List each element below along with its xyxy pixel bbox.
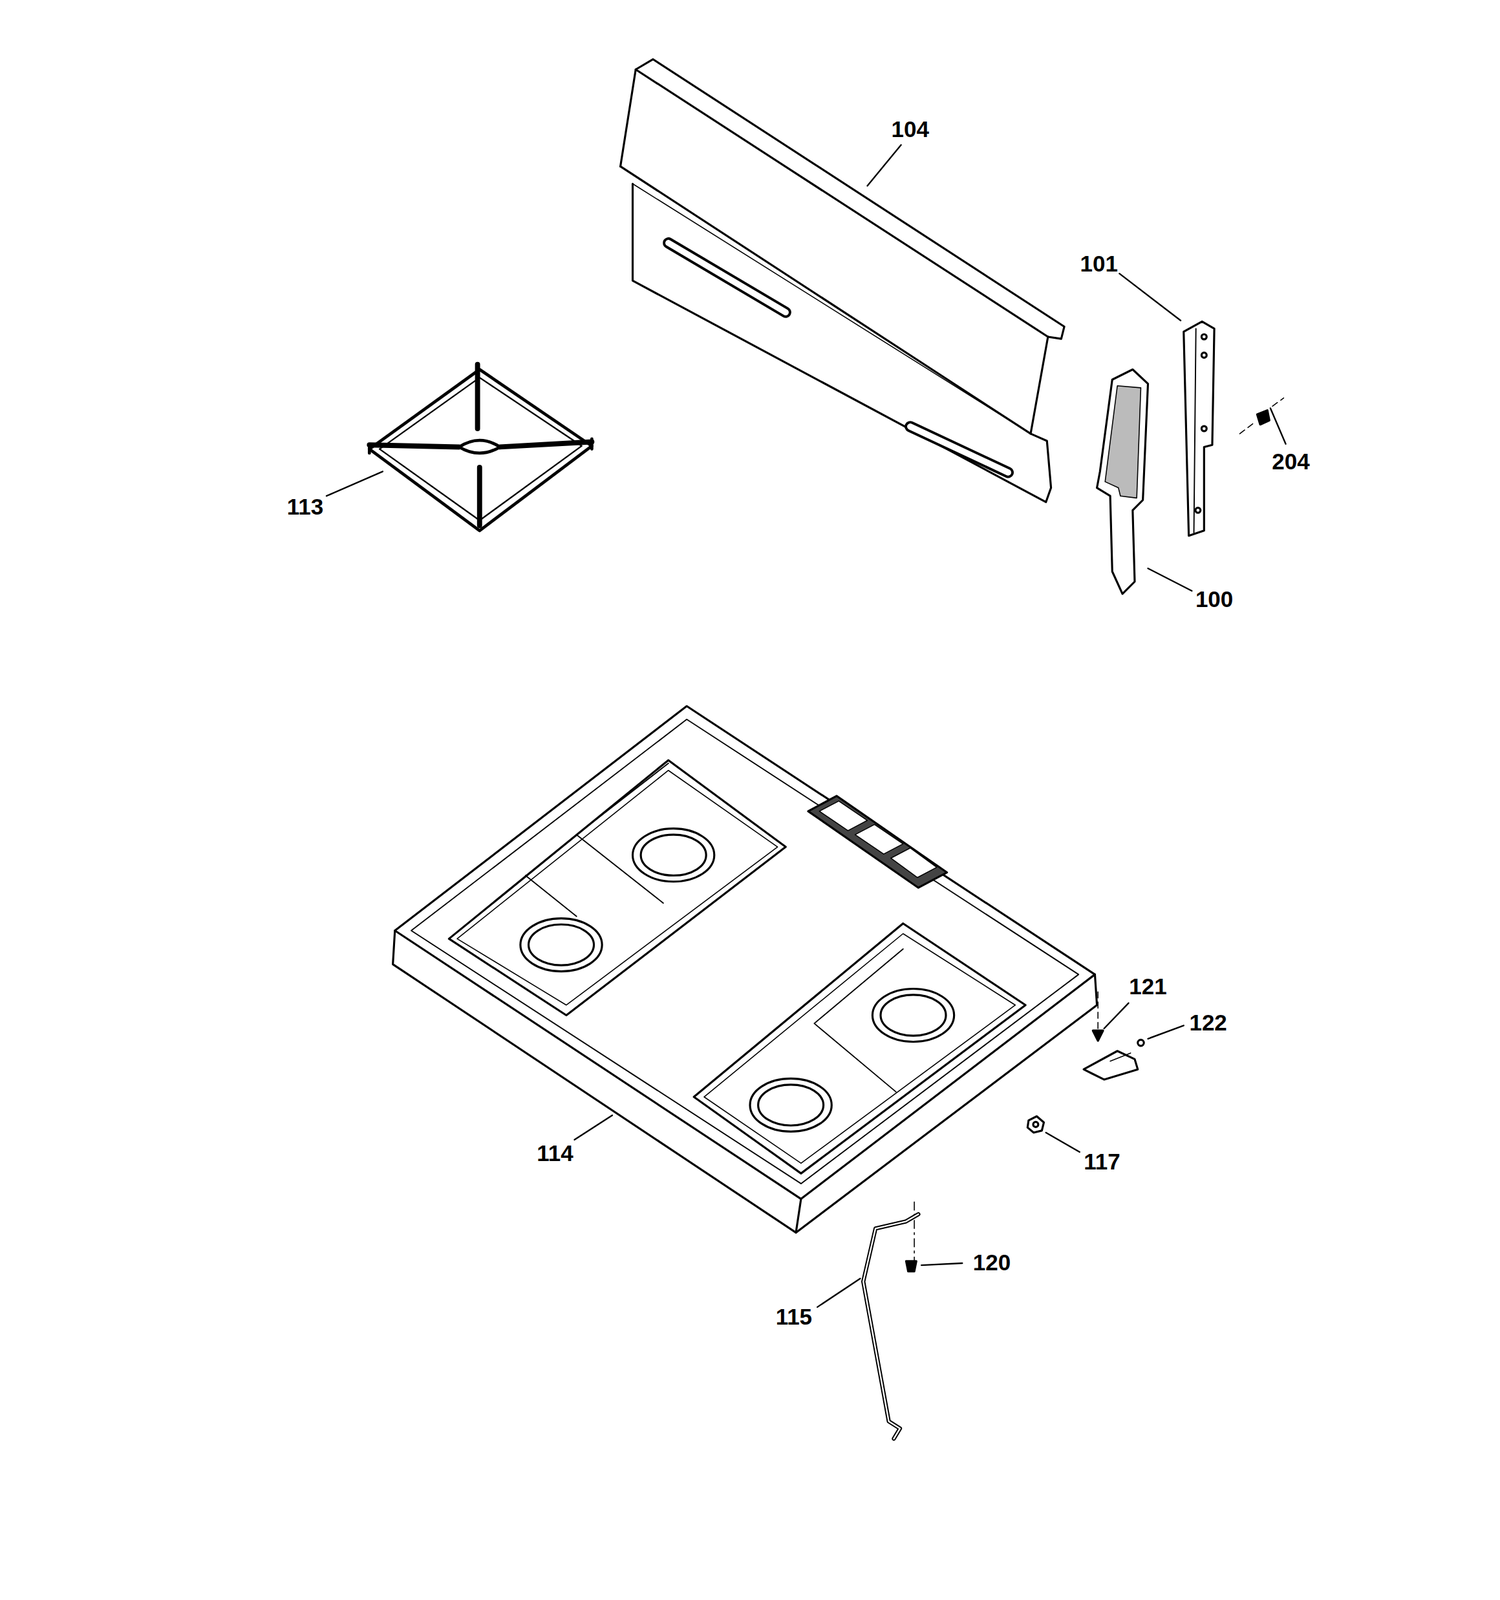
callout-number: 117	[1083, 1150, 1120, 1173]
side-bracket	[1183, 321, 1215, 536]
callout-number: 114	[536, 1141, 573, 1165]
support-rod	[863, 1201, 919, 1439]
end-cap	[1097, 369, 1149, 594]
callout-number: 122	[1189, 1011, 1227, 1034]
callout-number: 204	[1271, 450, 1310, 473]
backsplash	[620, 59, 1065, 503]
leader-lines	[326, 144, 1286, 1308]
callout-number: 104	[891, 117, 930, 140]
callout-number: 120	[973, 1251, 1011, 1274]
screw	[1240, 398, 1285, 434]
callout-number: 101	[1080, 252, 1118, 275]
nut	[1027, 1116, 1044, 1133]
switch-parts	[1083, 989, 1144, 1080]
cooktop	[393, 706, 1098, 1233]
callout-number: 113	[287, 494, 324, 518]
callout-number: 115	[775, 1304, 813, 1328]
callout-number: 121	[1128, 974, 1167, 997]
callout-number: 100	[1195, 587, 1233, 611]
burner-grate	[369, 364, 592, 531]
